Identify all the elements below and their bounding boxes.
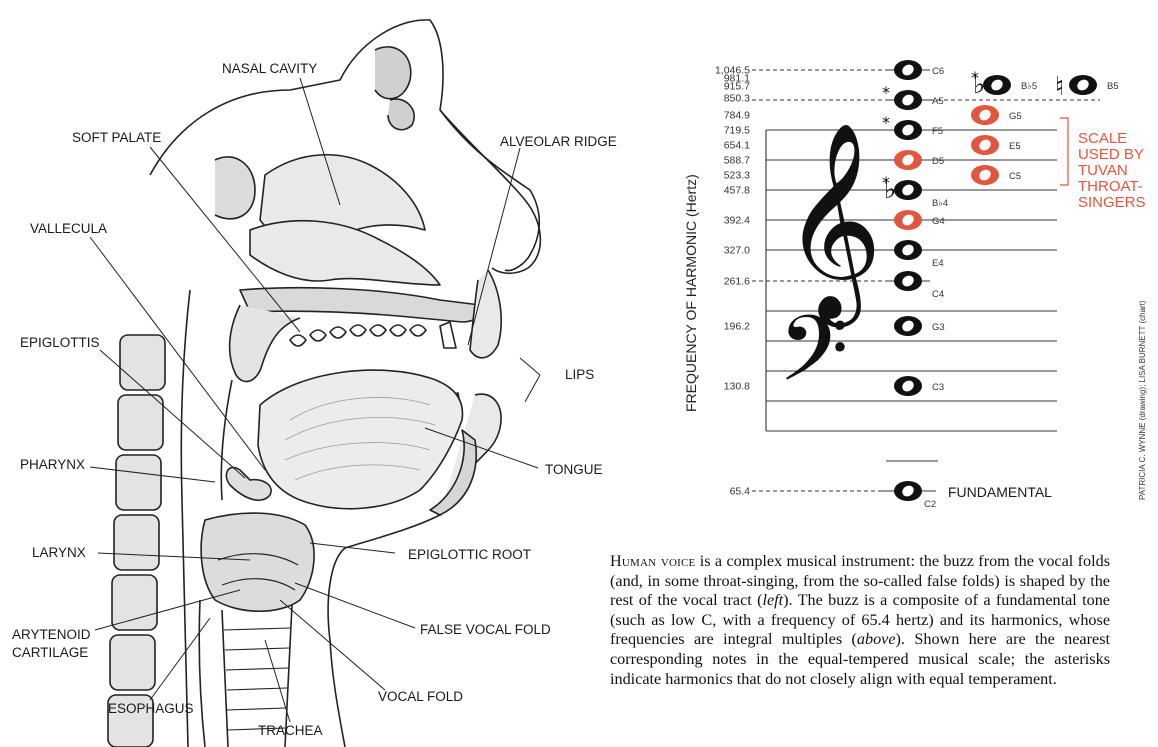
scale-label-line: USED BY (1078, 146, 1144, 163)
figure-caption: Human voice is a complex musical instrum… (610, 552, 1110, 689)
frequency-tick-label: 915.7 (724, 81, 750, 93)
note-name-label: A5 (932, 96, 944, 107)
note-name-label: B♭5 (1021, 81, 1037, 92)
frequency-tick-label: 850.3 (724, 93, 750, 105)
asterisk-icon: * (882, 113, 890, 132)
natural-sign-icon: ♮ (1055, 72, 1064, 102)
scale-label-line: SCALE (1078, 130, 1127, 147)
note-name-label: C5 (1009, 171, 1021, 182)
y-axis-label: FREQUENCY OF HARMONIC (Hertz) (683, 174, 699, 412)
note-name-label: E5 (1009, 141, 1021, 152)
frequency-tick-label: 523.3 (724, 170, 750, 182)
note-name-label: C6 (932, 66, 944, 77)
scale-label-line: SINGERS (1078, 194, 1146, 211)
note-name-label: D5 (932, 156, 944, 167)
frequency-tick-label: 719.5 (724, 125, 750, 137)
fundamental-label: FUNDAMENTAL (948, 484, 1052, 500)
frequency-tick-label: 65.4 (730, 486, 751, 498)
frequency-tick-label: 457.8 (724, 185, 750, 197)
note-name-label: C4 (932, 289, 944, 300)
scale-bracket (1060, 118, 1068, 185)
note-name-label: C3 (932, 382, 944, 393)
flat-sign-icon: ♭ (884, 175, 896, 205)
note-name-label: F5 (932, 126, 943, 137)
caption-above: above (857, 630, 896, 648)
note-name-label: B♭4 (932, 198, 948, 209)
frequency-tick-label: 654.1 (724, 140, 750, 152)
note-name-label: E4 (932, 258, 944, 269)
asterisk-icon: * (882, 83, 890, 102)
note-name-label: G3 (932, 322, 945, 333)
frequency-tick-label: 392.4 (724, 215, 750, 227)
tuvan-scale-label: SCALEUSED BYTUVANTHROAT-SINGERS (1060, 118, 1146, 211)
frequency-tick-label: 261.6 (724, 276, 750, 288)
caption-left: left (762, 591, 783, 609)
scale-label-line: TUVAN (1078, 162, 1128, 179)
bass-clef-icon: 𝄢 (778, 296, 849, 424)
frequency-tick-label: 196.2 (724, 321, 750, 333)
frequency-tick-label: 327.0 (724, 245, 750, 257)
frequency-tick-label: 784.9 (724, 110, 750, 122)
note-name-label: B5 (1107, 81, 1119, 92)
frequency-tick-label: 130.8 (724, 381, 750, 393)
staff-lines-and-notes: 𝄞𝄢1,046.5981.1915.7850.3784.9719.5654.15… (715, 60, 1119, 510)
scale-label-line: THROAT- (1078, 178, 1143, 195)
note-name-label: C2 (924, 499, 936, 510)
note-name-label: G5 (1009, 111, 1022, 122)
frequency-tick-label: 588.7 (724, 155, 750, 167)
credit-line: PATRICIA C. WYNNE (drawing); LISA BURNET… (1138, 300, 1147, 500)
note-name-label: G4 (932, 216, 945, 227)
flat-sign-icon: ♭ (973, 70, 985, 100)
caption-lead: Human voice (610, 552, 695, 570)
